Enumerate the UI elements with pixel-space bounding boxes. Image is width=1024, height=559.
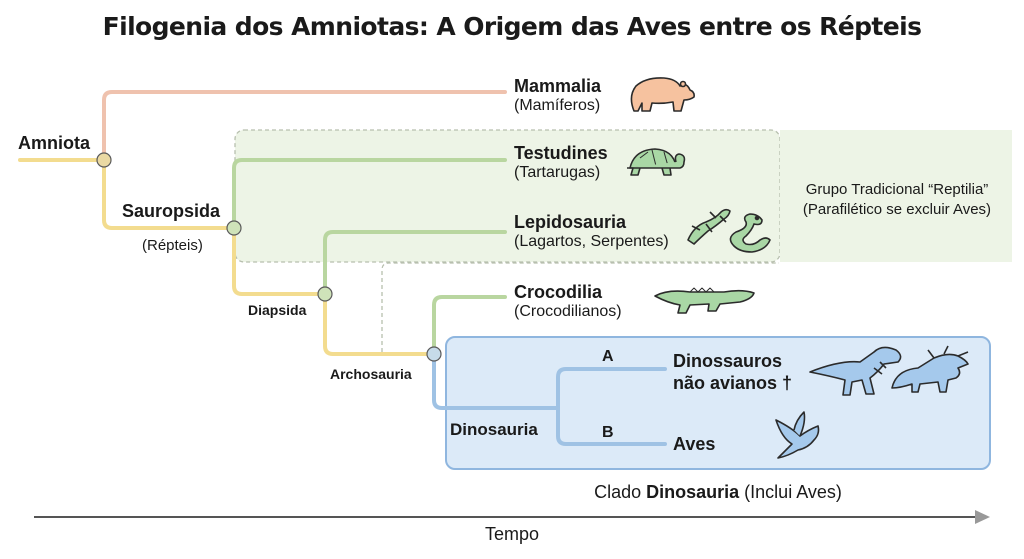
bear-icon [630, 77, 695, 112]
taxon-name-dinossauros-line1: Dinossauros [673, 351, 783, 371]
bird-icon [775, 411, 820, 459]
branch-lepidosauria [323, 230, 507, 296]
branch-label-a: A [602, 348, 614, 365]
taxon-name-aves: Aves [673, 434, 716, 454]
node-label-amniota: Amniota [18, 133, 90, 153]
lizard-snake-icon [687, 208, 771, 253]
branch-dinosauria [432, 352, 560, 410]
node-archosauria [426, 346, 442, 362]
branch-non-avian [556, 367, 667, 410]
time-axis-label: Tempo [484, 524, 540, 544]
node-label-archosauria: Archosauria [330, 366, 412, 382]
taxon-common-testudines: (Tartarugas) [514, 164, 601, 181]
crocodile-icon [654, 287, 755, 314]
taxon-name-lepidosauria: Lepidosauria [514, 212, 627, 232]
branch-aves [556, 406, 667, 446]
branch-crocodilia [432, 295, 507, 356]
node-diapsida [317, 286, 333, 302]
tree-nodes [96, 152, 442, 362]
taxon-common-lepidosauria: (Lagartos, Serpentes) [514, 233, 669, 250]
branch-diapsida [232, 226, 327, 296]
taxon-name-testudines: Testudines [514, 143, 608, 163]
branch-label-b: B [602, 424, 614, 441]
branch-testudines [232, 158, 507, 230]
time-axis-arrowhead [975, 510, 990, 524]
node-note-sauropsida: (Répteis) [142, 237, 203, 254]
dinosauria-caption-prefix: Clado [594, 482, 647, 502]
taxon-name-dinossauros-line2: não avianos † [673, 373, 793, 393]
dinosaur-icon [809, 345, 969, 396]
taxon-common-crocodilia: (Crocodilianos) [514, 303, 622, 320]
node-sauropsida [226, 220, 242, 236]
dinosauria-caption-bold: Dinosauria [646, 482, 740, 502]
node-label-diapsida: Diapsida [248, 302, 307, 318]
reptilia-group-extension [780, 130, 1012, 262]
reptilia-group-lower-box [381, 262, 779, 352]
branch-mammalia [102, 90, 507, 162]
turtle-icon [627, 148, 686, 176]
dinosauria-caption-suffix: (Inclui Aves) [739, 482, 842, 502]
reptilia-group-fill [234, 129, 781, 263]
dinosauria-clade-caption: Clado Dinosauria (Inclui Aves) [446, 482, 990, 503]
node-label-sauropsida: Sauropsida [122, 201, 221, 221]
tree-branches [18, 90, 667, 446]
taxon-name-mammalia: Mammalia [514, 76, 602, 96]
branch-sauropsida [102, 158, 236, 230]
branch-archosauria [323, 292, 436, 356]
node-label-dinosauria: Dinosauria [450, 420, 538, 439]
taxon-name-crocodilia: Crocodilia [514, 282, 603, 302]
reptilia-group-note-line1: Grupo Tradicional “Reptilia” [805, 181, 989, 198]
reptilia-group-note-line2: (Parafilético se excluir Aves) [802, 201, 992, 218]
reptilia-group-note: Grupo Tradicional “Reptilia” (Parafiléti… [784, 180, 1010, 220]
taxon-common-mammalia: (Mamíferos) [514, 97, 601, 114]
page-title: Filogenia dos Amniotas: A Origem das Ave… [102, 12, 922, 41]
node-amniota [96, 152, 112, 168]
